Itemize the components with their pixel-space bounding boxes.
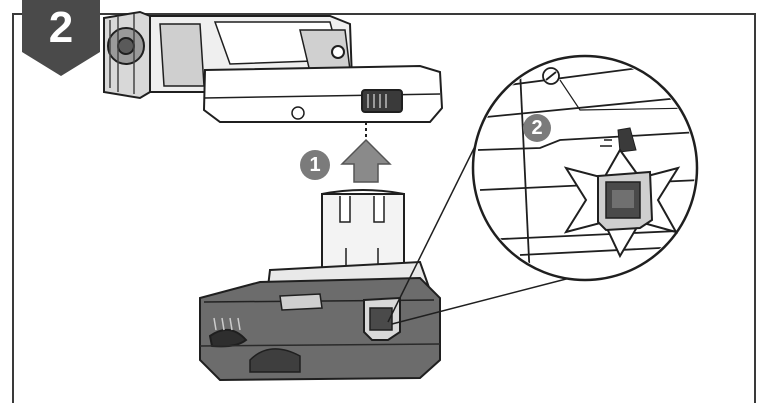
- panel-frame: [12, 13, 756, 403]
- up-arrow-icon: [340, 138, 392, 183]
- callout-1-circle: [300, 150, 330, 180]
- battery-pack: [199, 189, 441, 382]
- callout-2: 2: [531, 117, 543, 139]
- step-badge-shape: [22, 0, 100, 76]
- magnifier-cone: [387, 119, 571, 325]
- drill-body: [103, 10, 444, 123]
- callout-2-circle: [523, 114, 551, 142]
- detail-magnifier: [471, 54, 699, 282]
- callout-1: 1: [309, 154, 321, 176]
- step-number: 2: [48, 3, 74, 52]
